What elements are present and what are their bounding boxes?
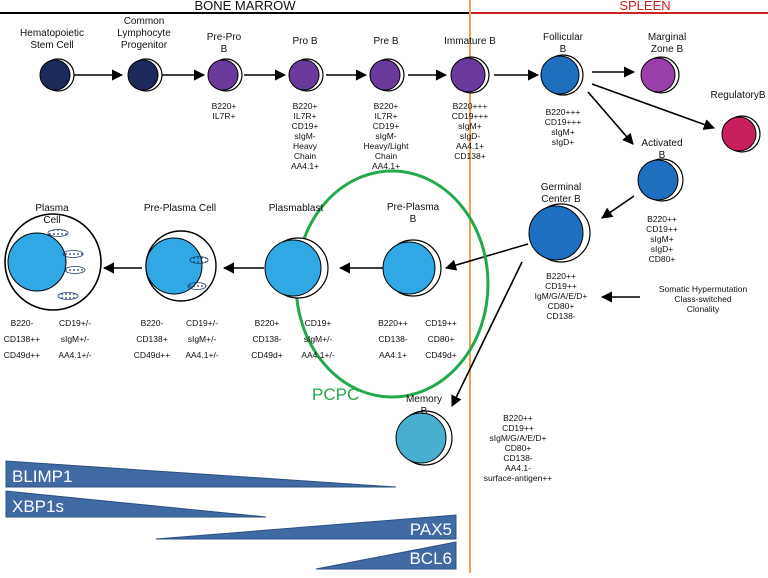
- memory-markers: B220++CD19++sIgM/G/A/E/D+CD80+CD138-AA4.…: [484, 413, 553, 483]
- immature-name: Immature B: [444, 36, 496, 47]
- preb-name: Pre B: [373, 36, 398, 47]
- spleen-label: SPLEEN: [619, 0, 670, 13]
- marginal-cell: [640, 56, 680, 94]
- plasmablast-name: Plasmablast: [269, 203, 324, 214]
- activated-markers: B220++CD19++sIgM+sIgD+CD80+: [646, 214, 678, 264]
- preplasma-b-cell: [382, 239, 442, 297]
- prob-name: Pro B: [292, 36, 317, 47]
- prepro-cell: [207, 58, 243, 92]
- xbp1s-wedge: [5, 490, 267, 518]
- arrow-activated-germinal: [601, 195, 635, 219]
- follicular-cell: [540, 54, 584, 96]
- memory-cell: [395, 410, 453, 466]
- blimp1-label: BLIMP1: [12, 467, 72, 486]
- clp-cell: [127, 58, 163, 92]
- preplasma-b-markers-right: CD19++CD80+CD49d+: [425, 318, 457, 360]
- plasma-markers-left: B220-CD138++CD49d++: [4, 318, 40, 360]
- antibody-granule-icon: [47, 229, 86, 300]
- blimp1-wedge: [5, 460, 397, 488]
- arrow-germinal-preplasma: [444, 243, 529, 271]
- plasmablast-markers-left: B220+CD138-CD49d+: [251, 318, 282, 360]
- preb-cell: [369, 58, 405, 92]
- arrow-follicular-regulatory: [591, 83, 716, 130]
- bcl6-wedge: [315, 541, 457, 570]
- immature-markers: B220+++CD19+++sIgM+sIgD-AA4.1+CD138+: [452, 101, 489, 161]
- xbp1s-label: XBP1s: [12, 497, 64, 516]
- prepro-markers: B220+IL7R+: [212, 101, 237, 121]
- preplasma-b-markers-left: B220++CD138-AA4.1+: [378, 318, 408, 360]
- preplasma-cell-name: Pre-Plasma Cell: [144, 203, 216, 214]
- regulatory-name: RegulatoryB: [710, 90, 765, 101]
- bcl6-label: BCL6: [409, 549, 452, 568]
- antibody-granule-icon: [187, 256, 209, 290]
- arrow-follicular-activated: [587, 91, 634, 145]
- preplasma-cell-markers-left: B220-CD138+CD49d++: [134, 318, 170, 360]
- bone-marrow-label: BONE MARROW: [194, 0, 296, 13]
- regulatory-cell: [721, 115, 761, 153]
- pax5-label: PAX5: [410, 520, 452, 539]
- follicular-markers: B220+++CD19+++sIgM+sIgD+: [545, 107, 582, 147]
- arrow-germinal-memory: [451, 261, 523, 408]
- immature-cell: [450, 56, 490, 94]
- prob-cell: [288, 58, 324, 92]
- hsc-cell: [39, 58, 75, 92]
- germinal-markers: B220++CD19++IgM/G/A/E/D+CD80+CD138-: [535, 271, 588, 321]
- plasma-markers-right: CD19+/-sIgM+/-AA4.1+/-: [58, 318, 91, 360]
- germinal-cell: [528, 203, 591, 263]
- preplasma-cell: [145, 230, 217, 302]
- pax5-wedge: [155, 514, 457, 540]
- preplasma-cell-markers-right: CD19+/-sIgM+/-AA4.1+/-: [185, 318, 218, 360]
- plasma-cell: [4, 213, 102, 311]
- pcpc-label: PCPC: [312, 385, 359, 404]
- activated-cell: [637, 158, 684, 202]
- plasmablast-cell: [264, 237, 329, 299]
- plasmablast-markers-right: CD19+sIgM+/-AA4.1+/-: [301, 318, 334, 360]
